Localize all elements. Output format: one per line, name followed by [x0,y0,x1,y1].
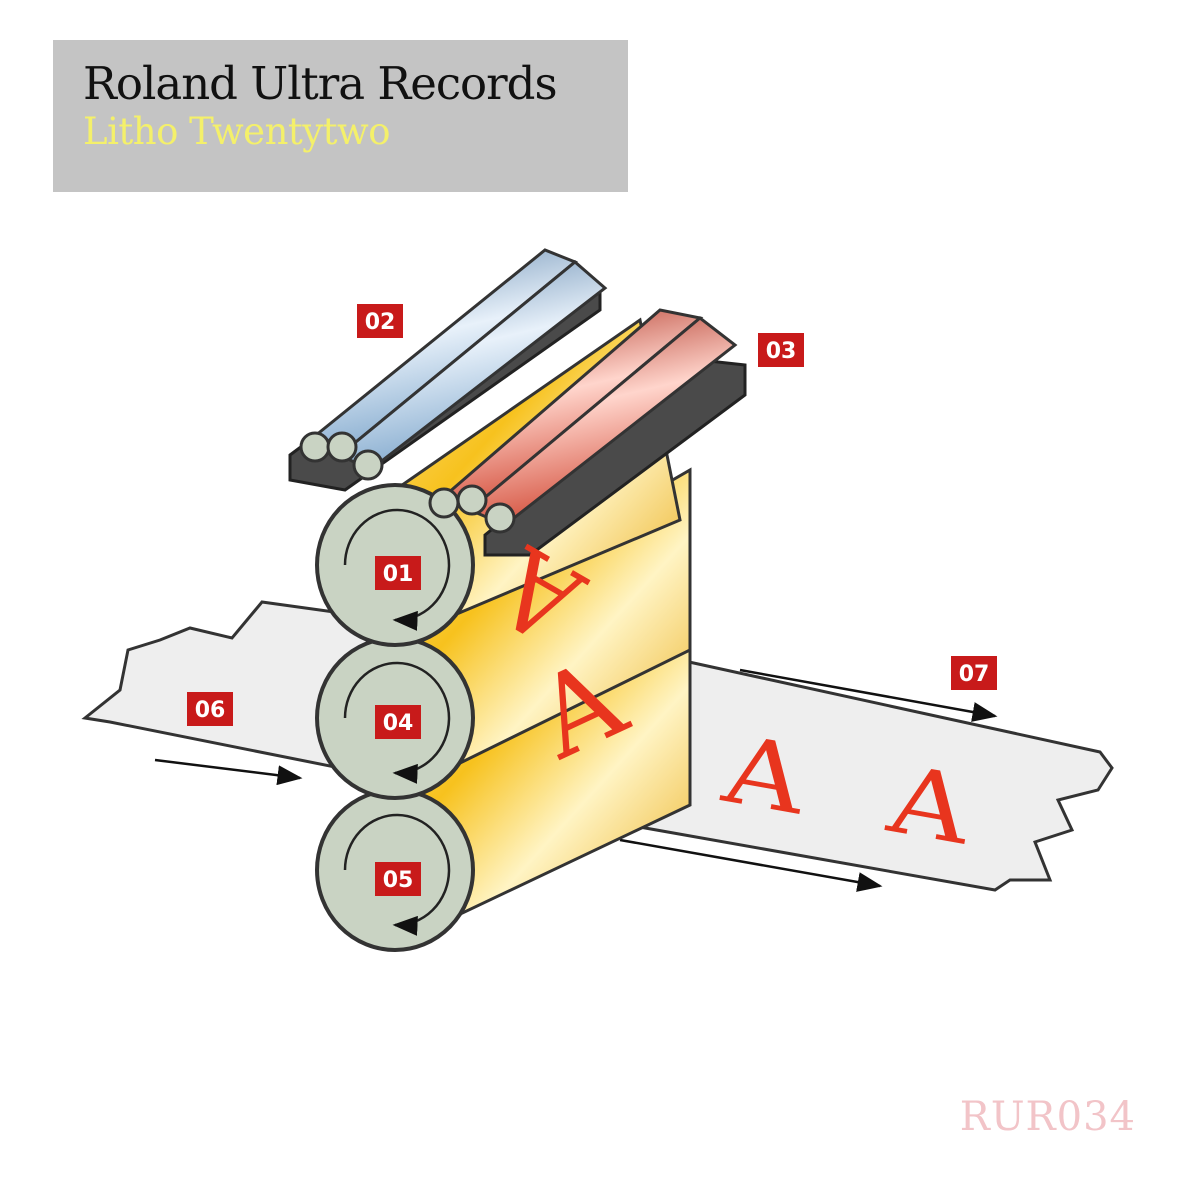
title-box: Roland Ultra Records Litho Twentytwo [53,40,628,192]
label-02: 02 [357,304,403,338]
catalog-number: RUR034 [959,1094,1136,1140]
svg-text:07: 07 [959,662,990,687]
ink-rollers [428,308,747,557]
album-title: Litho Twentytwo [83,109,390,153]
label-07: 07 [951,656,997,690]
svg-text:05: 05 [383,868,414,893]
label-04: 04 [375,705,421,739]
label-06: 06 [187,692,233,726]
label-03: 03 [758,333,804,367]
arrow-out-bottom-icon [619,838,883,892]
svg-text:04: 04 [383,711,414,736]
svg-text:01: 01 [383,562,414,587]
arrow-in-icon [154,758,303,786]
svg-text:06: 06 [195,698,226,723]
svg-text:03: 03 [766,339,797,364]
artist-name: Roland Ultra Records [83,57,558,110]
dampening-rollers [288,248,608,492]
label-01: 01 [375,556,421,590]
label-05: 05 [375,862,421,896]
svg-text:02: 02 [365,310,396,335]
arrow-out-top-icon [739,668,998,722]
